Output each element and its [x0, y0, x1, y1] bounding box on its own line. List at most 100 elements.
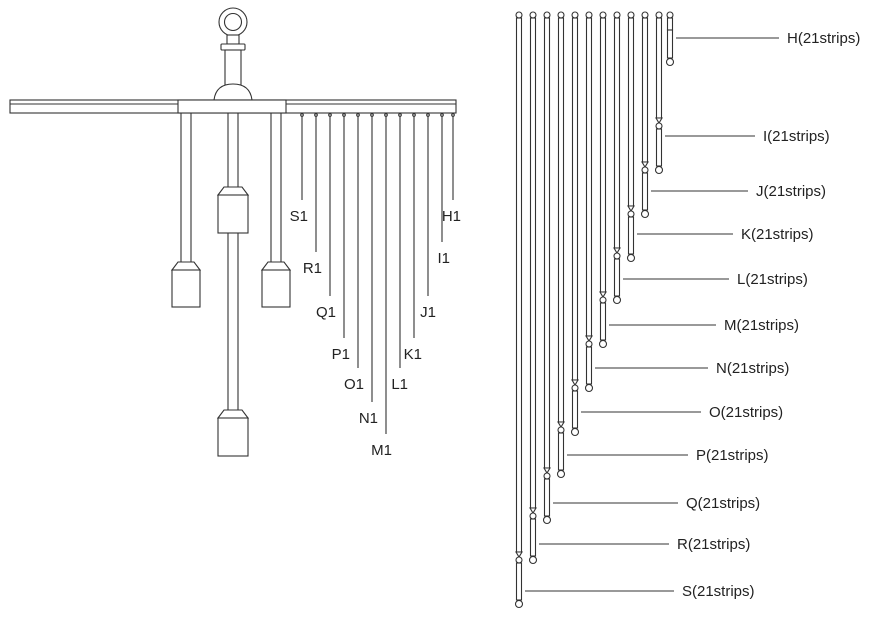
strip-hook	[666, 11, 674, 19]
strip-connector	[641, 161, 649, 169]
strip-bead	[515, 556, 523, 564]
strip-end-bead	[542, 515, 552, 525]
strip-hook	[557, 11, 565, 19]
rod-label-q1: Q1	[316, 304, 336, 321]
strip-rod-lower	[599, 302, 607, 341]
strip-connector	[613, 247, 621, 255]
strip-end-bead	[612, 295, 622, 305]
rod-label-j1: J1	[420, 304, 436, 321]
strip-rod-lower	[627, 216, 635, 255]
strip-callout-h: H(21strips)	[787, 30, 860, 47]
strip-column	[584, 11, 594, 393]
strip-hook	[627, 11, 635, 19]
strip-callout-j: J(21strips)	[756, 183, 826, 200]
rod-hook	[300, 113, 304, 117]
strip-column	[654, 11, 664, 175]
strip-rod-lower	[641, 172, 649, 211]
strip-rod-lower	[529, 518, 537, 557]
strip-rod	[627, 17, 635, 207]
rod-label-r1: R1	[303, 260, 322, 277]
rod-label-o1: O1	[344, 376, 364, 393]
strip-hook	[655, 11, 663, 19]
strip-hook	[571, 11, 579, 19]
rod-label-n1: N1	[359, 410, 378, 427]
strip-rod-lower	[557, 432, 565, 471]
rod-hook	[356, 113, 360, 117]
strip-callout-s: S(21strips)	[682, 583, 755, 600]
strip-connector	[585, 335, 593, 343]
strip-callout-n: N(21strips)	[716, 360, 789, 377]
strip-end-bead	[654, 165, 664, 175]
rod-label-h1: H1	[442, 208, 461, 225]
strip-connector	[529, 507, 537, 515]
strip-rod	[599, 17, 607, 293]
strip-callout-r: R(21strips)	[677, 536, 750, 553]
strip-rod	[543, 17, 551, 469]
strip-column	[528, 11, 538, 565]
strip-end-bead	[598, 339, 608, 349]
rod-hook	[426, 113, 430, 117]
strip-rod	[585, 17, 593, 337]
strip-column	[626, 11, 636, 263]
rod-label-k1: K1	[404, 346, 422, 363]
pendant-lamp-right	[260, 113, 292, 308]
strip-hook	[599, 11, 607, 19]
strip-bead	[599, 296, 607, 304]
hanging-stem	[213, 34, 253, 101]
strip-bead	[613, 252, 621, 260]
strip-column	[514, 11, 524, 609]
rod-hook	[328, 113, 332, 117]
strip-bead	[543, 472, 551, 480]
strip-column	[612, 11, 622, 305]
strip-callout-p: P(21strips)	[696, 447, 769, 464]
strip-bead	[529, 512, 537, 520]
rod-label-m1: M1	[371, 442, 392, 459]
rod-hook	[384, 113, 388, 117]
strip-column	[570, 11, 580, 437]
rod-label-s1: S1	[290, 208, 308, 225]
strip-rod	[557, 17, 565, 423]
strip-end-bead	[514, 599, 524, 609]
strip-hook	[585, 11, 593, 19]
strip-connector	[599, 291, 607, 299]
strip-callout-o: O(21strips)	[709, 404, 783, 421]
rod-hook	[451, 113, 455, 117]
crystal-strips: H(21strips)I(21strips)J(21strips)K(21str…	[514, 11, 860, 609]
rod-hook	[440, 113, 444, 117]
strip-end-bead	[556, 469, 566, 479]
strip-rod-lower	[585, 346, 593, 385]
strip-rod-lower	[571, 390, 579, 429]
strip-callout-l: L(21strips)	[737, 271, 808, 288]
strip-rod	[571, 17, 579, 381]
strip-bead	[585, 340, 593, 348]
strip-bead	[557, 426, 565, 434]
rod-hook	[412, 113, 416, 117]
strip-rod-lower	[613, 258, 621, 297]
strip-column	[665, 11, 675, 67]
strip-bead	[641, 166, 649, 174]
strip-column	[640, 11, 650, 219]
strip-bead	[627, 210, 635, 218]
strip-connector	[557, 421, 565, 429]
strip-rod	[666, 17, 674, 31]
strip-end-bead	[665, 57, 675, 67]
strip-rod	[529, 17, 537, 509]
strip-rod-lower	[655, 128, 663, 167]
strip-bead	[655, 122, 663, 130]
mounting-plate	[9, 99, 457, 114]
strip-end-bead	[640, 209, 650, 219]
strip-connector	[627, 205, 635, 213]
strip-end-bead	[626, 253, 636, 263]
strip-hook	[641, 11, 649, 19]
strip-connector	[571, 379, 579, 387]
strip-column	[542, 11, 552, 525]
strip-rod	[655, 17, 663, 119]
strip-rod	[515, 17, 523, 553]
strip-rod-lower	[666, 29, 674, 59]
strip-callout-k: K(21strips)	[741, 226, 814, 243]
strip-callout-m: M(21strips)	[724, 317, 799, 334]
